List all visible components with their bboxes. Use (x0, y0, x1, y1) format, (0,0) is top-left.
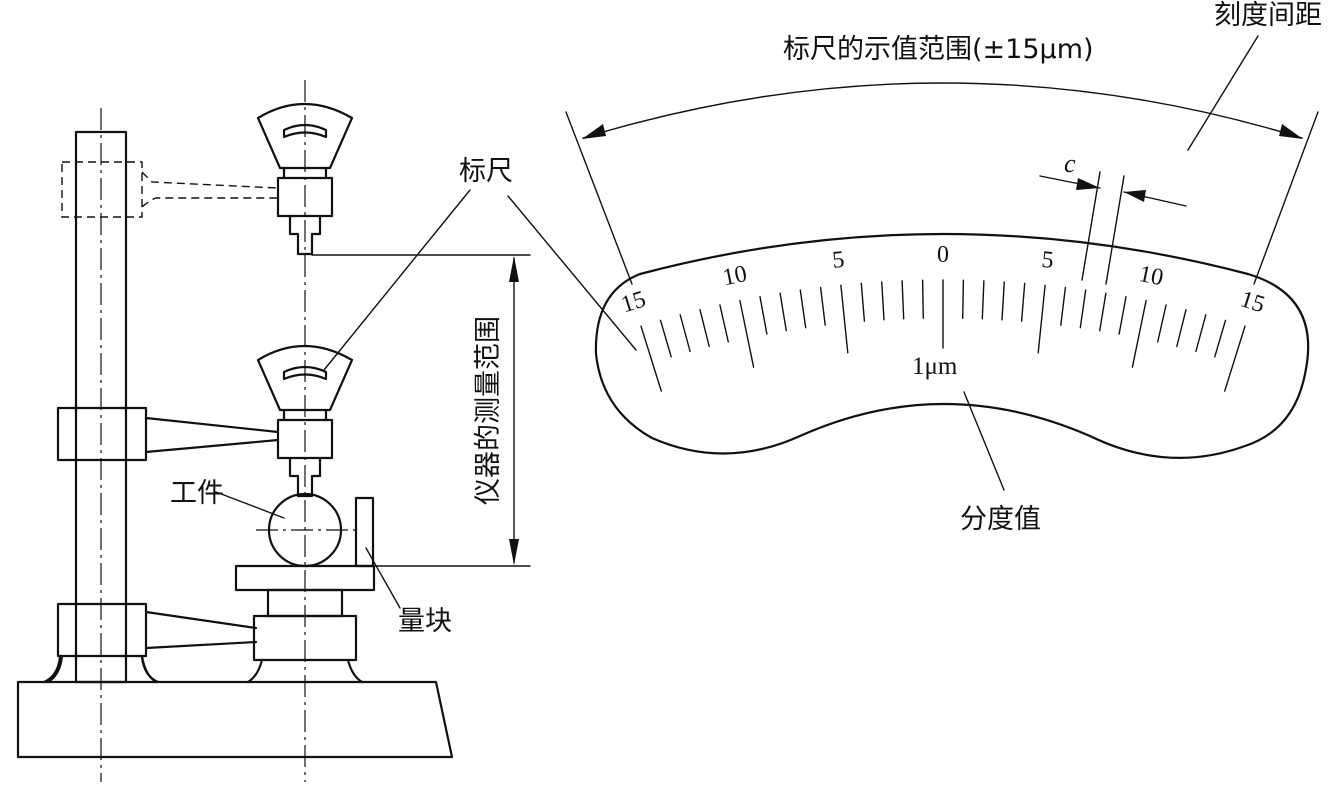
instrument-stand (16, 80, 454, 782)
indicator-neck (282, 408, 328, 422)
minor-tick (1118, 296, 1127, 335)
table-foot (246, 658, 364, 684)
tick-label: 10 (721, 261, 750, 291)
lower-clamp (56, 602, 148, 658)
major-tick (1037, 284, 1046, 354)
minor-tick (881, 281, 885, 321)
minor-tick (981, 280, 985, 320)
indicator-stem (288, 214, 322, 256)
dial-window (282, 365, 328, 381)
minor-tick (699, 309, 710, 348)
indication-range: 标尺的示值范围(±15μm) (565, 34, 1319, 285)
minor-tick (819, 286, 826, 326)
phantom-arm (141, 171, 279, 208)
major-tick (739, 299, 755, 368)
interval-label: 刻度间距 (1214, 0, 1322, 31)
minor-tick (1098, 292, 1107, 332)
middle-arm (144, 416, 280, 454)
major-tick (640, 325, 662, 392)
gauge-block-leader (365, 547, 401, 609)
phantom-clamp (61, 161, 143, 218)
indicator-neck (282, 166, 328, 180)
tick-label: 15 (618, 286, 649, 318)
dial-head (256, 345, 354, 412)
tick-label: 5 (1040, 247, 1055, 274)
major-tick (1131, 299, 1147, 368)
minor-tick (1079, 289, 1087, 329)
indication-range-label: 标尺的示值范围(±15μm) (783, 34, 1094, 65)
measuring-range-dimension: 仪器的测量范围 (311, 254, 531, 567)
scale-leader-right (507, 195, 637, 351)
scale-label: 标尺 (459, 156, 513, 187)
gauge-block-label: 量块 (398, 606, 452, 637)
minor-tick (1176, 309, 1187, 348)
minor-tick (679, 314, 691, 353)
middle-clamp (56, 406, 148, 462)
interval-callout: 刻度间距 c (1039, 0, 1322, 285)
scale-dial: 15 10 5 0 5 10 15 (594, 232, 1310, 459)
scale-ticks (640, 279, 1246, 392)
dial-head (256, 103, 354, 170)
minor-tick (779, 292, 787, 332)
tick-label: 10 (1137, 261, 1166, 291)
minor-tick (1156, 304, 1167, 343)
dial-outline (594, 232, 1310, 459)
minor-tick (1214, 319, 1227, 358)
minor-tick (799, 289, 807, 329)
minor-tick (759, 296, 768, 335)
interval-symbol: c (1064, 149, 1076, 178)
tick-label: 0 (937, 242, 949, 268)
division-leader (963, 391, 1005, 491)
workpiece-label: 工件 (170, 478, 224, 509)
minor-tick (921, 279, 924, 319)
minor-tick (1001, 281, 1005, 321)
minor-tick (962, 279, 965, 319)
minor-tick (1060, 286, 1067, 326)
minor-tick (860, 282, 866, 322)
tick-label: 5 (831, 247, 846, 274)
tick-label: 15 (1237, 286, 1268, 318)
dial-window (282, 123, 328, 139)
stand-base (16, 680, 454, 759)
minor-tick (1195, 314, 1207, 353)
minor-tick (659, 319, 672, 358)
measuring-range-label: 仪器的测量范围 (473, 316, 504, 505)
lower-clamp-foot (46, 654, 158, 684)
division-value-label: 分度值 (960, 504, 1041, 535)
lower-arm (144, 610, 258, 650)
major-tick (840, 284, 849, 354)
indicator-stem (288, 456, 322, 498)
workpiece-leader (215, 491, 285, 519)
minor-tick (719, 304, 729, 343)
unit-label: 1μm (912, 353, 958, 380)
scale-leader-upper (323, 189, 471, 371)
major-tick (1223, 325, 1246, 392)
range-arc (582, 82, 1303, 139)
minor-tick (901, 280, 905, 320)
minor-tick (1020, 282, 1026, 322)
